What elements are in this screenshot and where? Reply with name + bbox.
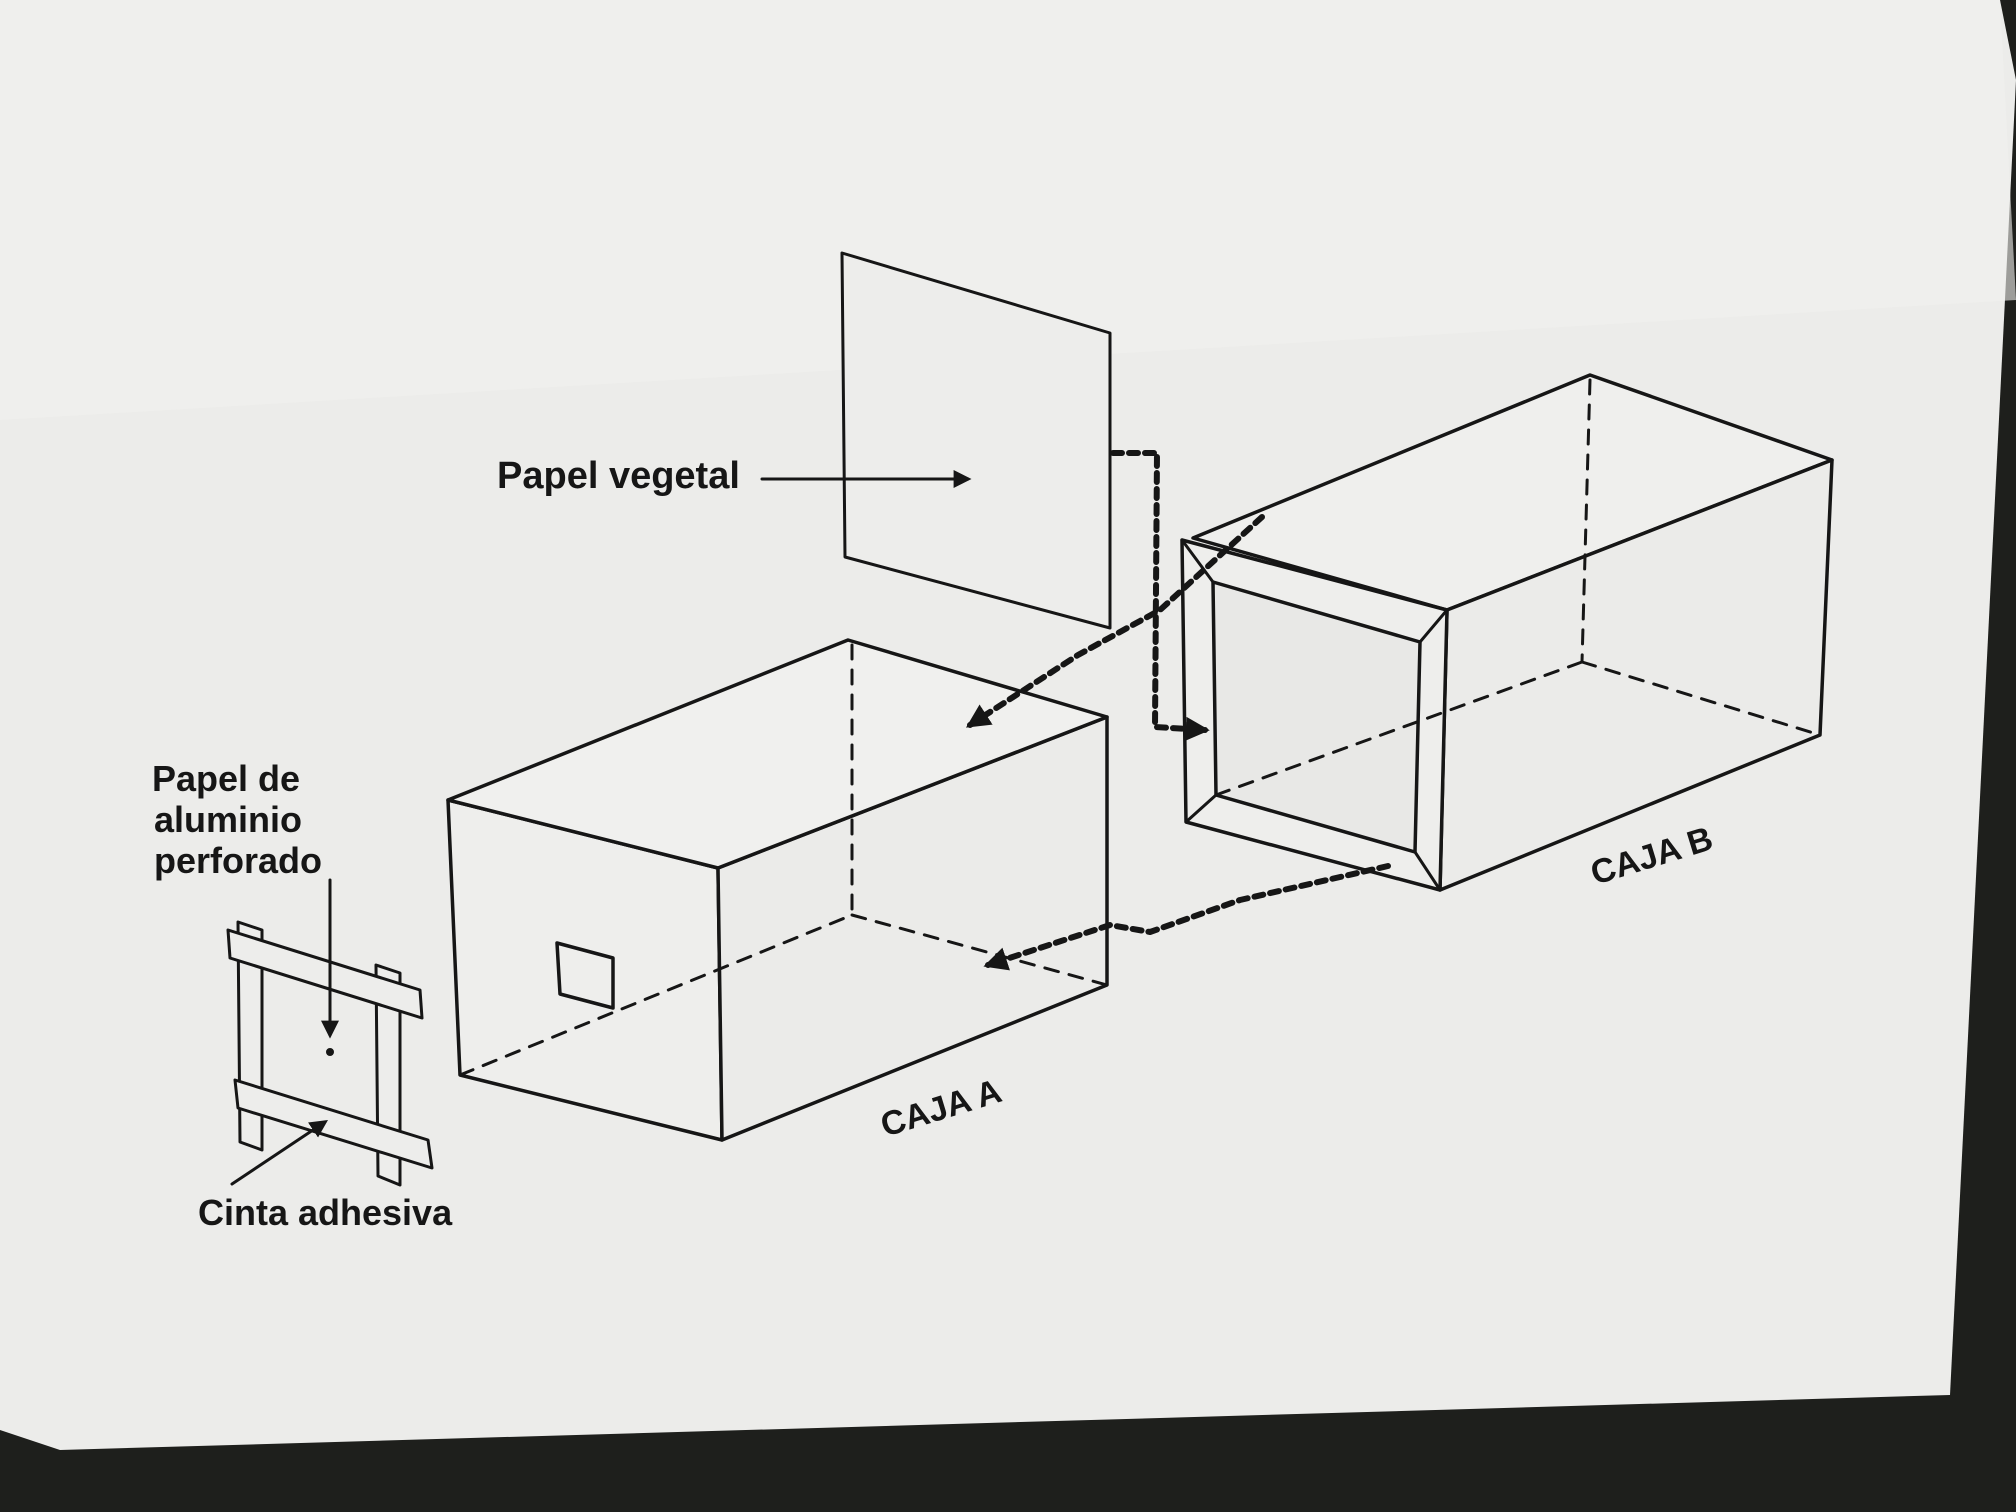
guide-sheet-to-caja-b <box>1110 450 1210 741</box>
caja-b-hidden-edge-floor <box>1214 660 1584 797</box>
papel-vegetal-sheet <box>840 251 1112 630</box>
cinta-top-strip <box>226 928 424 1020</box>
caja-b-opening-corner-br <box>1413 850 1442 892</box>
caja-a-top-face <box>446 638 1109 870</box>
caja-a <box>446 638 1109 1142</box>
label-papel-vegetal: Papel vegetal <box>497 455 740 497</box>
label-cinta-adhesiva: Cinta adhesiva <box>198 1192 453 1233</box>
label-papel-aluminio-3: perforado <box>154 840 322 881</box>
label-papel-aluminio-1: Papel de <box>152 758 300 799</box>
guide-caja-b-to-caja-a-top <box>965 514 1265 728</box>
caja-b-hidden-edge-vertical <box>1580 378 1592 664</box>
cinta-bottom-strip <box>233 1078 434 1170</box>
guide-caja-b-to-caja-a-bottom <box>983 863 1391 971</box>
assembly-guides <box>965 450 1391 971</box>
caja-b-opening-corner-bl <box>1184 793 1218 824</box>
screen-glare <box>0 0 2016 420</box>
caja-a-viewing-hole <box>555 941 615 1010</box>
caja-a-hidden-edge-bottom <box>850 913 1109 987</box>
caja-b-opening-corner-tl <box>1180 538 1215 584</box>
aluminio-perforation <box>326 1048 334 1056</box>
caja-b <box>1180 373 1834 892</box>
label-papel-aluminio-2: aluminio <box>154 799 302 840</box>
cinta-pointer-arrow <box>230 1120 328 1186</box>
caja-a-hidden-edge-back <box>458 913 854 1077</box>
caja-b-hidden-edge-back <box>1580 660 1822 737</box>
papel-aluminio-assembly <box>226 878 434 1187</box>
caja-b-opening-corner-tr <box>1418 608 1449 644</box>
